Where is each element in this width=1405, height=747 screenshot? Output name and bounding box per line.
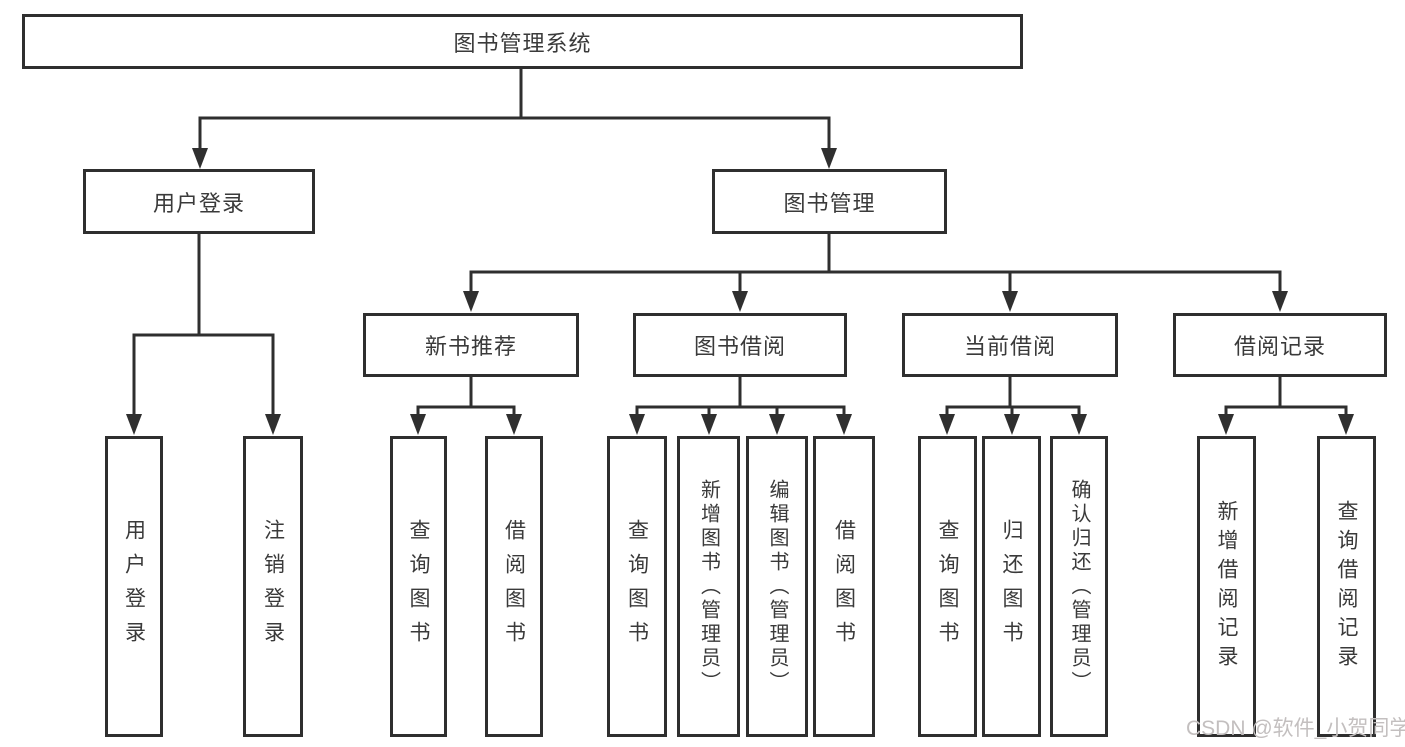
leaf-records-query-record-label: 查询借阅记录 bbox=[1335, 499, 1358, 674]
leaf-records-add-record: 新增借阅记录 bbox=[1197, 436, 1256, 737]
node-book-borrow: 图书借阅 bbox=[633, 313, 847, 377]
leaf-newbook-borrow-books-label: 借阅图书 bbox=[502, 518, 526, 655]
leaf-records-query-record: 查询借阅记录 bbox=[1317, 436, 1376, 737]
node-root: 图书管理系统 bbox=[22, 14, 1023, 69]
node-user-login: 用户登录 bbox=[83, 169, 315, 234]
csdn-watermark: CSDN @软件_小贺同学 bbox=[1186, 717, 1405, 740]
leaf-user-login-label: 用户登录 bbox=[122, 518, 146, 655]
arrowheads bbox=[126, 148, 1354, 435]
leaf-borrow-add-books-admin: 新增图书（管理员） bbox=[677, 436, 740, 737]
node-borrow-records: 借阅记录 bbox=[1173, 313, 1387, 377]
node-current-borrow-label: 当前借阅 bbox=[963, 334, 1056, 359]
leaf-current-return-books-label: 归还图书 bbox=[1000, 518, 1023, 655]
connector-root-to-level2 bbox=[198, 69, 831, 150]
node-current-borrow: 当前借阅 bbox=[902, 313, 1118, 377]
node-borrow-records-label: 借阅记录 bbox=[1233, 334, 1326, 359]
leaf-borrow-add-books-admin-label: 新增图书（管理员） bbox=[697, 478, 720, 695]
leaf-borrow-query-books-label: 查询图书 bbox=[625, 518, 649, 655]
leaf-borrow-query-books: 查询图书 bbox=[607, 436, 667, 737]
leaf-borrow-borrow-books-label: 借阅图书 bbox=[832, 518, 856, 655]
leaf-records-add-record-label: 新增借阅记录 bbox=[1215, 499, 1238, 674]
leaf-logout-label: 注销登录 bbox=[261, 518, 285, 655]
node-user-login-label: 用户登录 bbox=[152, 190, 245, 216]
node-new-book-recommend-label: 新书推荐 bbox=[424, 334, 517, 359]
connector-current-borrow-children bbox=[945, 377, 1081, 417]
leaf-current-return-books: 归还图书 bbox=[982, 436, 1041, 737]
leaf-newbook-borrow-books: 借阅图书 bbox=[485, 436, 543, 737]
connector-book-management-children bbox=[469, 234, 1282, 293]
leaf-newbook-query-books: 查询图书 bbox=[390, 436, 447, 737]
leaf-borrow-borrow-books: 借阅图书 bbox=[813, 436, 875, 737]
leaf-current-query-books-label: 查询图书 bbox=[936, 518, 959, 655]
connector-borrow-records-children bbox=[1224, 377, 1348, 417]
leaf-borrow-edit-books-admin: 编辑图书（管理员） bbox=[746, 436, 808, 737]
leaf-borrow-edit-books-admin-label: 编辑图书（管理员） bbox=[766, 478, 788, 695]
leaf-current-confirm-return-admin: 确认归还（管理员） bbox=[1050, 436, 1108, 737]
node-book-management: 图书管理 bbox=[712, 169, 947, 234]
leaf-logout: 注销登录 bbox=[243, 436, 303, 737]
connector-book-borrow-children bbox=[635, 377, 846, 417]
node-new-book-recommend: 新书推荐 bbox=[363, 313, 579, 377]
connector-new-book-children bbox=[416, 377, 516, 417]
leaf-user-login: 用户登录 bbox=[105, 436, 163, 737]
connector-user-login-children bbox=[132, 233, 275, 416]
node-book-management-label: 图书管理 bbox=[783, 190, 876, 216]
node-root-label: 图书管理系统 bbox=[453, 30, 592, 56]
leaf-current-confirm-return-admin-label: 确认归还（管理员） bbox=[1068, 478, 1090, 695]
leaf-newbook-query-books-label: 查询图书 bbox=[407, 518, 430, 655]
leaf-current-query-books: 查询图书 bbox=[918, 436, 977, 737]
node-book-borrow-label: 图书借阅 bbox=[693, 334, 786, 359]
